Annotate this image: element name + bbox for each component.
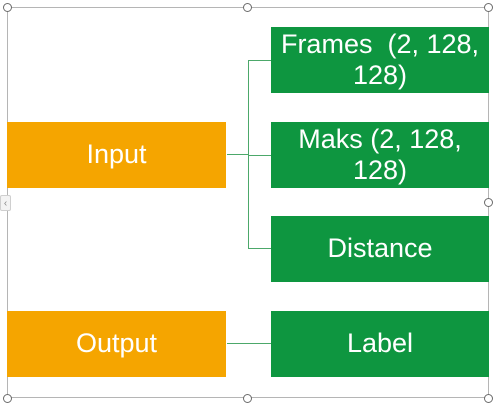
maks-box[interactable]: Maks (2, 128, 128) — [271, 122, 489, 188]
input-box[interactable]: Input — [7, 122, 226, 188]
resize-handle-bottom-left[interactable] — [3, 394, 12, 403]
expand-panel-chevron-left-icon[interactable]: ‹ — [0, 195, 11, 211]
connector-output-to-label — [227, 343, 271, 344]
frames-box-label: Frames (2, 128, 128) — [280, 28, 487, 90]
resize-handle-middle-right[interactable] — [484, 198, 493, 207]
resize-handle-bottom-center[interactable] — [243, 394, 252, 403]
connector-to-distance — [248, 248, 271, 249]
resize-handle-bottom-right[interactable] — [484, 394, 493, 403]
connector-to-frames — [248, 60, 271, 61]
distance-box-label: Distance — [327, 233, 433, 264]
connector-vertical-trunk — [248, 60, 249, 249]
label-box-label: Label — [346, 328, 414, 359]
resize-handle-top-right[interactable] — [484, 3, 493, 12]
resize-handle-top-left[interactable] — [3, 3, 12, 12]
frames-box[interactable]: Frames (2, 128, 128) — [271, 27, 489, 93]
output-box[interactable]: Output — [7, 311, 226, 377]
resize-handle-top-center[interactable] — [243, 3, 252, 12]
connector-to-maks — [248, 155, 271, 156]
distance-box[interactable]: Distance — [271, 216, 489, 282]
maks-box-label: Maks (2, 128, 128) — [298, 123, 462, 185]
label-box[interactable]: Label — [271, 311, 489, 377]
input-box-label: Input — [86, 139, 147, 170]
connector-input-stem — [227, 154, 249, 155]
output-box-label: Output — [75, 328, 158, 359]
